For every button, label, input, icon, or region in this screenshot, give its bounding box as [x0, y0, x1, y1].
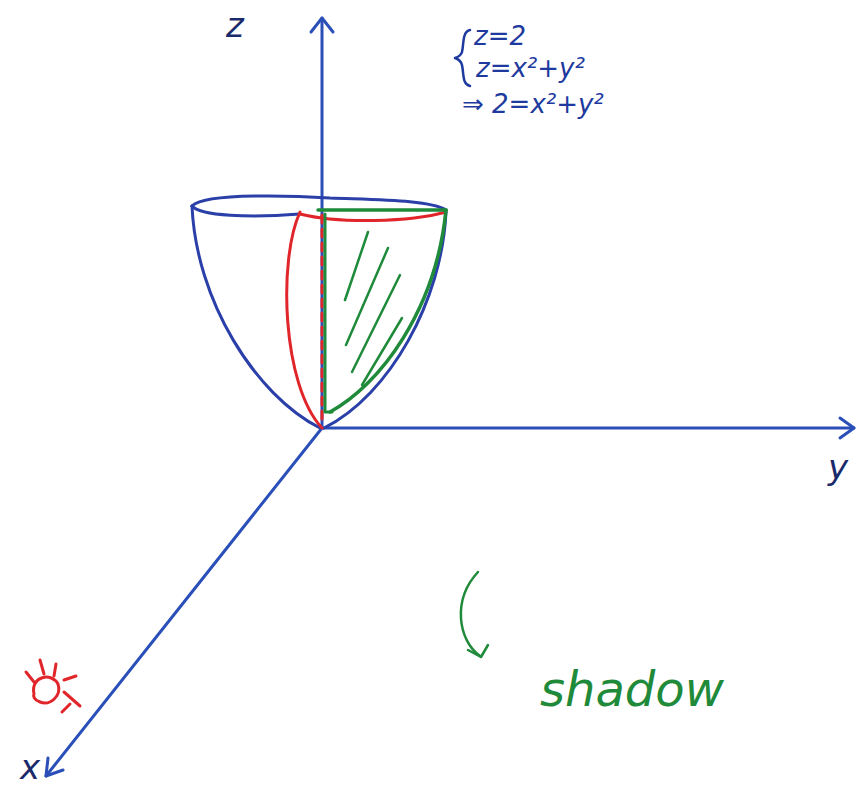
sun-symbol	[26, 660, 80, 712]
equation-label: ⇒ 2=x²+y²	[462, 90, 604, 120]
x-arrowhead	[46, 758, 63, 776]
z-axis	[321, 18, 324, 428]
axis-label: y	[828, 448, 848, 487]
pointer-arrowhead	[468, 645, 488, 657]
cut-curve	[287, 212, 446, 428]
equation-label: z=x²+y²	[476, 54, 585, 84]
system-brace	[455, 30, 470, 86]
left-profile	[192, 206, 320, 428]
red-profile	[287, 212, 322, 428]
pointer-arrow	[461, 572, 480, 656]
equation-label: z=2	[474, 22, 526, 52]
annotation-label: shadow	[540, 662, 724, 717]
shadow-top	[318, 208, 446, 212]
shadow-hatching	[345, 232, 402, 385]
rim-back	[192, 196, 446, 210]
z-arrowhead	[311, 18, 333, 32]
right-profile	[324, 212, 446, 428]
x-axis	[46, 428, 322, 776]
axis-label: x	[20, 748, 40, 787]
coordinate-axes	[46, 18, 854, 776]
y-arrowhead	[840, 418, 854, 438]
shadow-side	[325, 214, 332, 412]
y-axis	[322, 427, 854, 430]
red-dashed-axis	[321, 215, 324, 425]
rim-front-left	[192, 206, 300, 216]
axis-label: z	[226, 6, 244, 45]
shadow-region	[318, 210, 488, 657]
paraboloid-surface	[192, 196, 446, 428]
shadow-curve	[330, 210, 446, 412]
